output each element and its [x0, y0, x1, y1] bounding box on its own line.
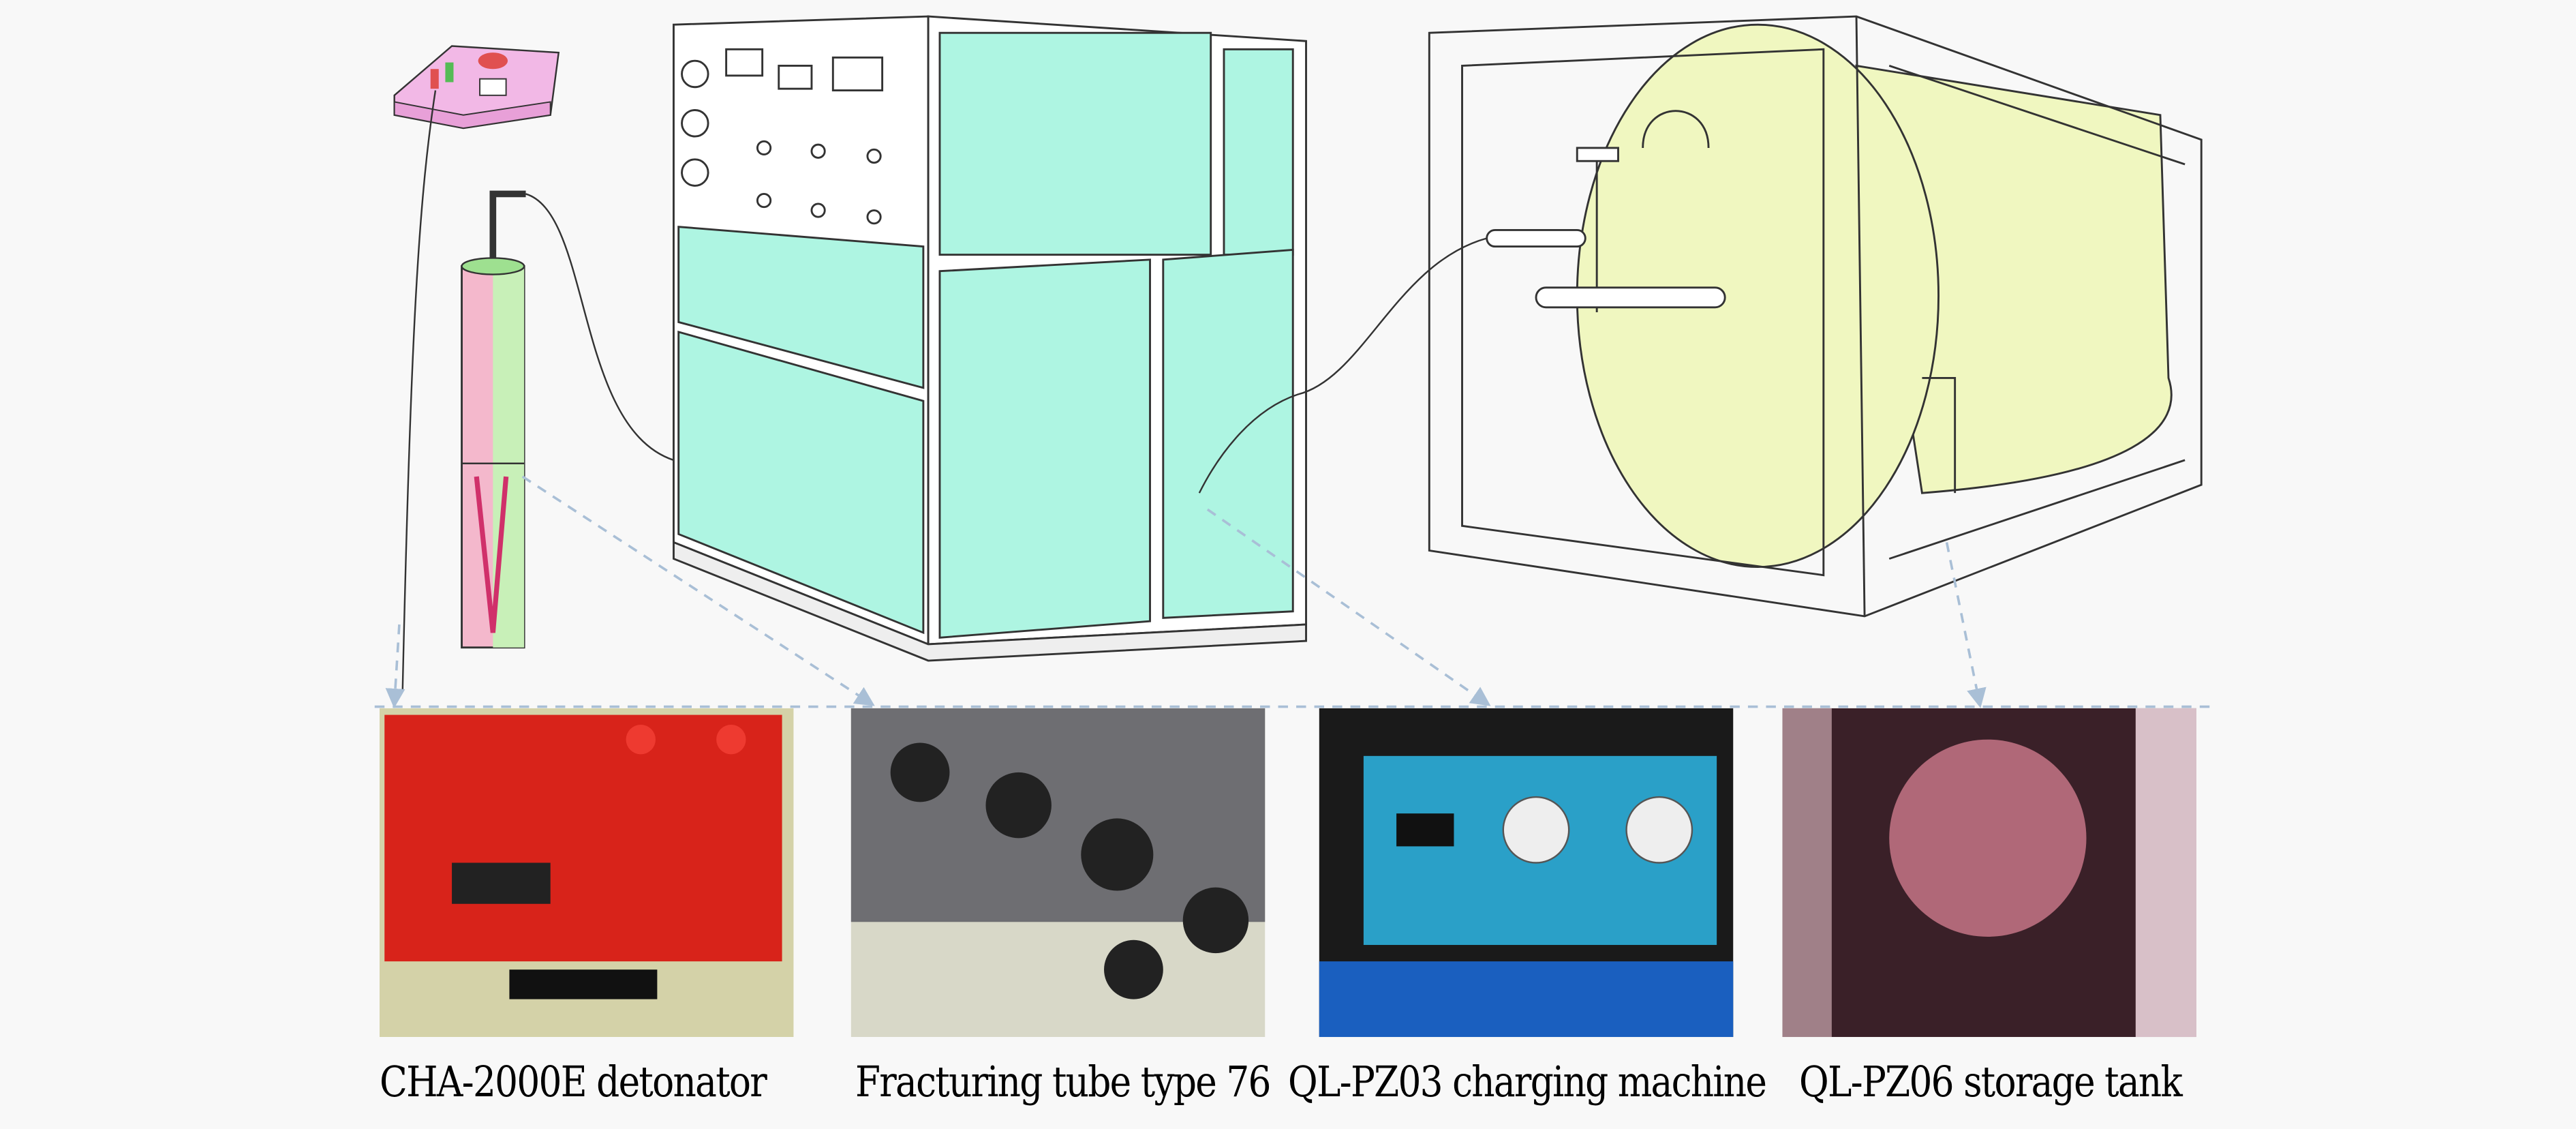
caption-fracturing-tube: Fracturing tube type 76 [855, 1057, 1271, 1107]
photo-fracturing-tubes [850, 708, 1266, 1038]
detonator-sketch [393, 45, 560, 691]
fracturing-tube-sketch [461, 190, 674, 649]
caption-charging-machine: QL-PZ03 charging machine [1288, 1057, 1767, 1107]
caption-storage-tank: QL-PZ06 storage tank [1799, 1057, 2183, 1107]
charging-machine-sketch [673, 15, 1307, 662]
dashed-connectors [374, 475, 2210, 708]
photo-detonator [380, 708, 794, 1038]
caption-detonator: CHA-2000E detonator [380, 1057, 767, 1107]
photo-charging-machine [1319, 708, 1734, 1038]
storage-tank-sketch [1198, 15, 2203, 618]
photo-storage-tank [1782, 708, 2196, 1038]
